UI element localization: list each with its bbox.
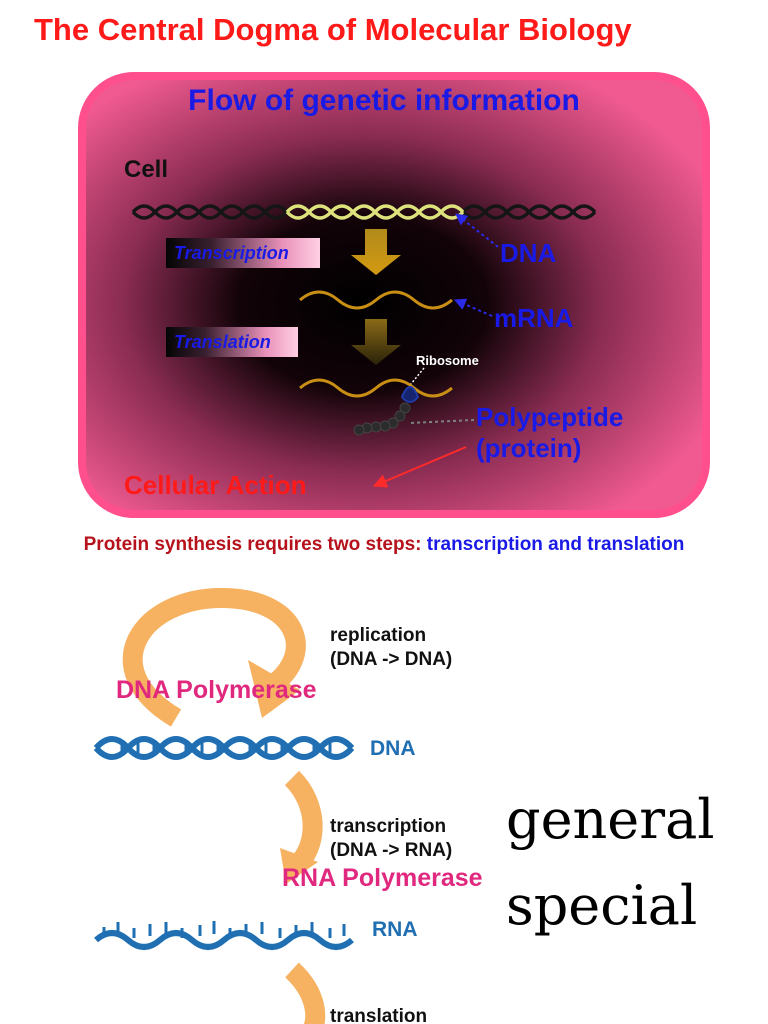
transcription-label: transcription [330, 816, 447, 837]
dna-molecule-label: DNA [370, 737, 416, 760]
summary-line: Protein synthesis requires two steps: tr… [0, 534, 768, 556]
mrna-label: mRNA [494, 303, 574, 333]
dna-label: DNA [500, 238, 557, 268]
transcription-detail: (DNA -> RNA) [330, 840, 453, 861]
ribosome-label: Ribosome [416, 353, 479, 368]
dna-polymerase-label: DNA Polymerase [116, 676, 317, 704]
cellular-action-label: Cellular Action [124, 470, 307, 500]
mrna-strand [299, 290, 453, 310]
cellular-action-pointer [372, 446, 467, 488]
translation-curved-arrow [284, 962, 326, 1024]
cell-label: Cell [124, 156, 169, 183]
translation-tag: Translation [166, 327, 298, 357]
transcription-label-group: transcription (DNA -> RNA) [330, 815, 452, 863]
replication-label-group: replication (DNA -> DNA) [330, 624, 452, 672]
replication-loop-arrow [122, 587, 306, 727]
translation-arrow [351, 319, 401, 365]
rna-polymerase-label: RNA Polymerase [282, 864, 483, 892]
panel-heading: Flow of genetic information [188, 84, 580, 117]
polypeptide-chain [353, 402, 411, 436]
page-title: The Central Dogma of Molecular Biology [34, 12, 632, 47]
ribosome-pointer [410, 367, 425, 385]
summary-steps: transcription and translation [426, 534, 685, 555]
translated-mrna-strand [299, 378, 453, 398]
polypeptide-label: Polypeptide [476, 402, 624, 432]
polypeptide-label-group: Polypeptide (protein) [476, 402, 623, 464]
transcription-tag: Transcription [166, 238, 320, 268]
mrna-pointer [453, 298, 493, 317]
dna-pointer [455, 213, 499, 248]
replication-label: replication [330, 625, 427, 646]
rna-molecule-label: RNA [372, 918, 418, 941]
blue-dna-helix [93, 736, 355, 760]
translation-label: translation [330, 1006, 428, 1024]
transcription-arrow [351, 229, 401, 275]
special-word: special [506, 874, 698, 937]
dna-base-pairs [120, 741, 332, 755]
general-word: general [506, 788, 715, 851]
cell-panel [78, 72, 710, 518]
blue-rna-strand [94, 921, 354, 950]
dna-helix-strand [131, 204, 597, 220]
protein-label: (protein) [476, 433, 582, 463]
transcription-curved-arrow [280, 770, 323, 884]
ribosome-shape [400, 386, 420, 403]
replication-detail: (DNA -> DNA) [330, 649, 453, 670]
polypeptide-pointer [409, 419, 475, 424]
summary-lead: Protein synthesis requires two steps: [83, 534, 422, 555]
